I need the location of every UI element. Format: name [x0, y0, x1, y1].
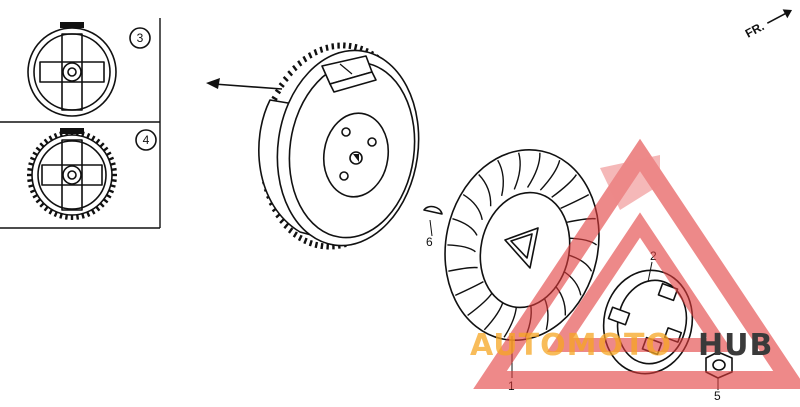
inset-panel — [0, 18, 161, 229]
svg-text:HUB: HUB — [698, 328, 773, 363]
watermark-text: AUTOMOTO HUB — [470, 328, 773, 363]
svg-text:3: 3 — [137, 31, 144, 45]
inset-callout-4: 4 — [135, 129, 157, 151]
flywheel — [258, 42, 420, 250]
svg-text:FR.: FR. — [743, 19, 767, 40]
inset-callout-3: 3 — [129, 27, 151, 49]
svg-text:6: 6 — [426, 235, 433, 249]
svg-text:5: 5 — [714, 389, 721, 403]
svg-text:AUTOMOTO: AUTOMOTO — [470, 328, 672, 363]
front-direction-indicator: FR. — [743, 9, 793, 41]
woodruff-key: 6 — [423, 205, 443, 249]
removal-arrow — [206, 78, 283, 90]
inset-flywheel-toothed — [27, 128, 117, 220]
inset-flywheel-plain — [27, 22, 117, 117]
watermark-logo — [473, 138, 800, 389]
svg-text:4: 4 — [143, 133, 150, 147]
